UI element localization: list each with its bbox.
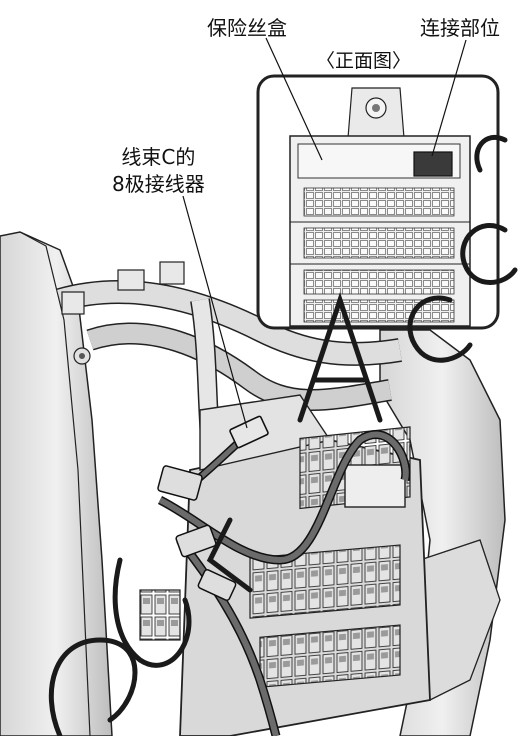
harness-clip-1	[157, 465, 203, 501]
harness-clip-2	[175, 524, 217, 558]
top-left-connectors	[61, 261, 185, 365]
upper-tube-2-fill	[87, 324, 392, 410]
inset-fuse-row-3	[303, 269, 455, 295]
left-body-panel	[0, 231, 113, 736]
front-view-label: 〈正面图〉	[316, 50, 412, 72]
harness-c	[157, 415, 411, 736]
harness-c-branch-fill	[177, 538, 279, 736]
harness-leader-line	[182, 195, 248, 429]
harness-connector-label: 线束C的 8极接线器	[112, 144, 205, 198]
inset-bolt-center	[372, 104, 380, 112]
fuse-box-leader-line	[265, 37, 323, 161]
upper-tube-1-fill	[57, 281, 402, 365]
left-fuse-strip	[139, 589, 181, 641]
inset-fuse-row-1	[303, 187, 455, 217]
inset-fuse-row-2	[303, 227, 455, 259]
harness-label-line-2: 8极接线器	[112, 172, 205, 196]
harness-clip-3	[197, 568, 237, 602]
inset-fuse-row-4	[303, 299, 455, 323]
left-panel-edge	[19, 231, 91, 736]
eight-pin-connector	[229, 415, 269, 449]
watermark	[48, 134, 518, 736]
relay-block	[344, 464, 406, 508]
fuse-box-label: 保险丝盒	[207, 16, 287, 40]
inset-connection-point	[413, 151, 453, 177]
right-bracket	[419, 539, 501, 701]
fuse-box	[139, 394, 431, 736]
harness-label-line-1: 线束C的	[121, 145, 196, 169]
engine-bay-illustration	[0, 195, 506, 736]
fuse-box-front-view-inset	[256, 37, 500, 330]
connection-leader-line	[431, 39, 467, 157]
fuse-row-bottom	[259, 624, 401, 688]
connection-location-label: 连接部位	[420, 16, 500, 40]
